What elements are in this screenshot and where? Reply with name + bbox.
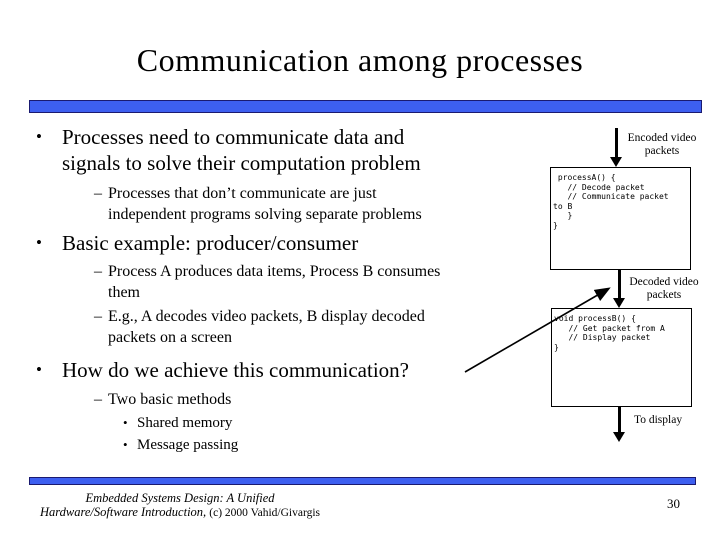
process-b-code-box: void processB() { // Get packet from A /… [551,308,692,407]
slide-title: Communication among processes [136,42,584,78]
dash-icon: – [94,391,102,408]
bullet-item: – Process A produces data items, Process… [94,261,440,303]
bullet-item: – Processes that don’t communicate are j… [94,183,422,225]
bullet-text: Basic example: producer/consumer [62,231,359,255]
encoded-packets-arrow [615,128,618,159]
to-display-label: To display [634,414,683,426]
bullet-item: • Shared memory [123,413,232,433]
bullet-icon: • [123,415,128,430]
bullet-text: Process A produces data items, Process B… [108,263,441,301]
bullet-item: • How do we achieve this communication? [36,357,409,383]
bottom-divider-bar [29,477,696,485]
top-divider-bar [29,100,702,113]
bullet-icon: • [36,233,42,252]
book-title-line1: Embedded Systems Design: A Unified [85,491,275,505]
dash-icon: – [94,185,102,202]
bullet-item: – Two basic methods [94,389,231,410]
bullet-text: Two basic methods [108,391,232,408]
bullet-text: E.g., A decodes video packets, B display… [108,308,425,346]
bullet-text: How do we achieve this communication? [62,358,409,382]
arrowhead-down-icon [610,157,622,167]
bullet-item: – E.g., A decodes video packets, B displ… [94,306,425,348]
book-title-line2: Hardware/Software Introduction, [39,505,207,519]
bullet-text: Shared memory [137,415,233,431]
dash-icon: – [94,263,102,280]
bullet-text: Processes need to communicate data and s… [62,125,421,175]
bullet-item: • Processes need to communicate data and… [36,124,421,176]
bullet-icon: • [36,127,42,146]
decoded-packets-arrow [618,270,621,300]
arrowhead-down-icon [613,432,625,442]
arrowhead-down-icon [613,298,625,308]
decoded-packets-label: Decoded video packets [629,276,699,301]
bullet-item: • Message passing [123,435,238,455]
bullet-text: Message passing [137,437,239,453]
footer-citation: Embedded Systems Design: A Unified Hardw… [15,491,345,520]
footer-credit: (c) 2000 Vahid/Givargis [209,507,321,519]
bullet-item: • Basic example: producer/consumer [36,230,358,256]
communication-pointer-arrow [464,287,611,373]
to-display-arrow [618,407,621,434]
encoded-packets-label: Encoded video packets [627,132,697,157]
page-number: 30 [667,496,680,511]
bullet-text: Processes that don’t communicate are jus… [108,185,422,223]
bullet-icon: • [36,360,42,379]
process-a-code-box: processA() { // Decode packet // Communi… [550,167,691,270]
dash-icon: – [94,308,102,325]
bullet-icon: • [123,437,128,452]
